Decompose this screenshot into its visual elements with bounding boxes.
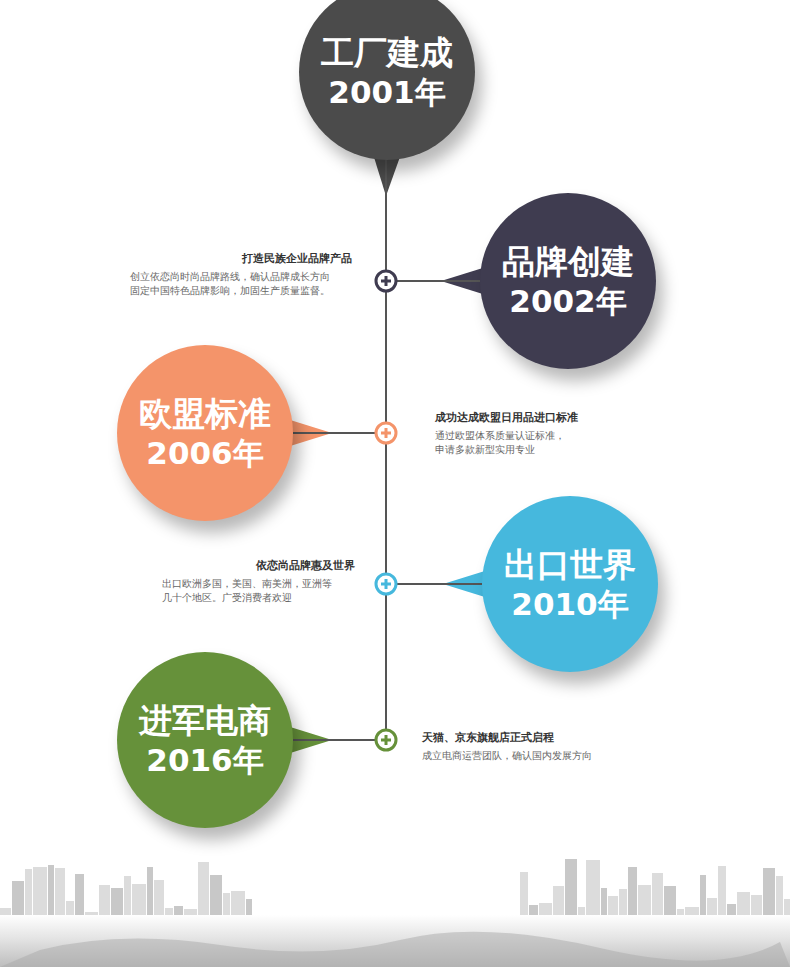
event-heading: 成功达成欧盟日用品进口标准 bbox=[435, 410, 655, 426]
milestone-year: 2002年 bbox=[509, 282, 626, 321]
event-desc: 创立依恋尚时尚品牌路线，确认品牌成长方向 固定中国特色品牌影响，加固生产质量监督… bbox=[130, 270, 352, 298]
timeline-connector bbox=[293, 281, 480, 433]
milestone-circle: 工厂建成2001年 bbox=[299, 0, 475, 160]
milestone-year: 2001年 bbox=[328, 73, 445, 112]
milestone-title: 品牌创建 bbox=[502, 241, 634, 282]
event-desc: 成立电商运营团队，确认国内发展方向 bbox=[422, 749, 642, 763]
event-note: 成功达成欧盟日用品进口标准通过欧盟体系质量认证标准， 申请多款新型实用专业 bbox=[435, 410, 655, 457]
milestone-circle: 进军电商2016年 bbox=[117, 652, 293, 828]
milestone-title: 进军电商 bbox=[139, 700, 271, 741]
event-heading: 打造民族企业品牌产品 bbox=[130, 251, 352, 267]
event-desc: 通过欧盟体系质量认证标准， 申请多款新型实用专业 bbox=[435, 429, 655, 457]
event-note: 打造民族企业品牌产品创立依恋尚时尚品牌路线，确认品牌成长方向 固定中国特色品牌影… bbox=[130, 251, 352, 298]
event-desc: 出口欧洲多国，美国、南美洲，亚洲等 几十个地区。广受消费者欢迎 bbox=[162, 577, 355, 605]
timeline-connector bbox=[293, 584, 482, 740]
plus-marker bbox=[376, 730, 396, 750]
milestone-circle: 品牌创建2002年 bbox=[480, 193, 656, 369]
milestone-year: 2016年 bbox=[146, 741, 263, 780]
ground bbox=[0, 915, 790, 967]
event-note: 天猫、京东旗舰店正式启程成立电商运营团队，确认国内发展方向 bbox=[422, 730, 642, 763]
milestone-circle: 欧盟标准2006年 bbox=[117, 345, 293, 521]
milestone-circle: 出口世界2010年 bbox=[482, 496, 658, 672]
timeline-connector bbox=[386, 160, 480, 281]
milestone-title: 欧盟标准 bbox=[139, 393, 271, 434]
plus-marker bbox=[376, 574, 396, 594]
plus-marker bbox=[376, 423, 396, 443]
event-note: 依恋尚品牌惠及世界出口欧洲多国，美国、南美洲，亚洲等 几十个地区。广受消费者欢迎 bbox=[162, 558, 355, 605]
event-heading: 天猫、京东旗舰店正式启程 bbox=[422, 730, 642, 746]
event-heading: 依恋尚品牌惠及世界 bbox=[162, 558, 355, 574]
map-shape bbox=[0, 932, 790, 967]
milestone-year: 2006年 bbox=[146, 434, 263, 473]
milestone-title: 出口世界 bbox=[504, 544, 636, 585]
milestone-year: 2010年 bbox=[511, 585, 628, 624]
plus-marker bbox=[376, 271, 396, 291]
milestone-title: 工厂建成 bbox=[321, 32, 453, 73]
